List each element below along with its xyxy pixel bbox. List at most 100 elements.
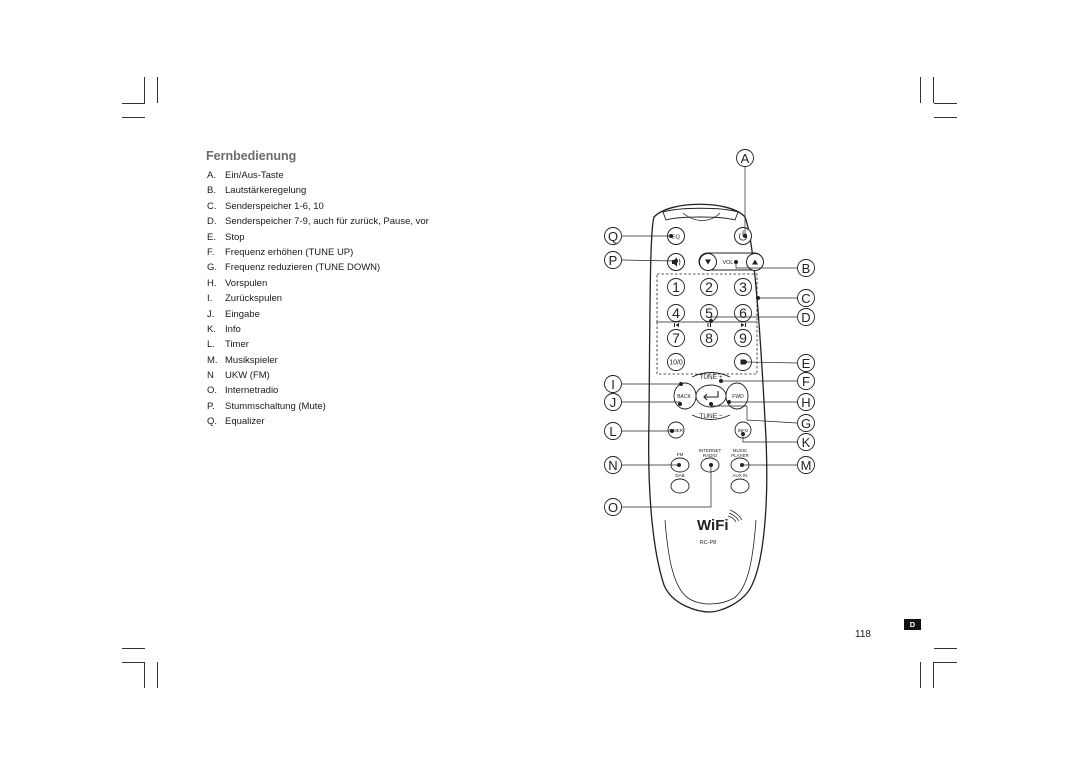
enter-button	[695, 384, 727, 408]
callout-c-label: C	[801, 291, 810, 306]
callout-a-label: A	[741, 151, 750, 166]
crop-mark	[122, 662, 145, 663]
callout-b	[797, 259, 815, 277]
internet-radio-label-line2: RADIO	[703, 453, 718, 458]
callout-p-label: P	[609, 253, 618, 268]
remote-top-arc	[682, 212, 721, 221]
crop-mark	[122, 648, 145, 649]
digit-label: 7	[672, 330, 680, 346]
dab-button	[670, 478, 690, 494]
digit-label: 2	[705, 279, 713, 295]
ten-zero-button	[667, 353, 685, 371]
timer-label: TIMER	[669, 428, 684, 433]
tune-up-label: TUNE +	[699, 374, 723, 381]
legend-item: K.Info	[207, 323, 241, 335]
legend-item: H.Vorspulen	[207, 277, 268, 289]
fwd-label: FWD	[732, 394, 744, 400]
callout-o	[604, 498, 622, 516]
music-player-label-line1: MUSIC	[733, 448, 748, 453]
aux-in-label: AUX IN	[732, 473, 747, 478]
legend-item: M.Musikspieler	[207, 354, 278, 366]
ten-zero-label: 10/0	[669, 360, 683, 367]
legend-item: O.Internetradio	[207, 385, 279, 397]
callout-h	[797, 393, 815, 411]
crop-mark	[934, 648, 957, 649]
digit-grid: 1 2 3 4 5 6 7 8 9	[667, 278, 752, 347]
crop-mark	[122, 117, 145, 118]
callout-l-label: L	[609, 424, 616, 439]
legend-item: E.Stop	[207, 231, 245, 243]
callout-f	[797, 372, 815, 390]
callout-h-label: H	[801, 395, 810, 410]
crop-mark	[920, 662, 921, 688]
transport-frame	[656, 321, 758, 375]
digit-label: 1	[672, 279, 680, 295]
legend-item: C.Senderspeicher 1-6, 10	[207, 200, 324, 212]
callout-d	[797, 308, 815, 326]
section-title: Fernbedienung	[206, 149, 297, 163]
music-player-label-line2: PLAYER	[731, 453, 749, 458]
enter-icon	[703, 391, 719, 401]
crop-mark	[144, 77, 145, 103]
info-label: INFO	[738, 428, 749, 433]
digit-label: 8	[705, 330, 713, 346]
legend-item: Q.Equalizer	[207, 416, 265, 428]
callout-q	[604, 227, 622, 245]
callout-k-label: K	[802, 435, 811, 450]
crop-mark	[933, 662, 934, 688]
callout-i	[604, 375, 622, 393]
crop-mark	[157, 77, 158, 103]
tune-up-button	[691, 372, 731, 378]
callout-m-label: M	[801, 458, 812, 473]
callout-o-label: O	[608, 500, 618, 515]
callout-q-label: Q	[608, 229, 618, 244]
callout-n-label: N	[608, 458, 617, 473]
callout-m	[797, 456, 815, 474]
legend-list: A.Ein/Aus-Taste B.Lautstärkeregelung C.S…	[207, 168, 429, 430]
leader-lines	[621, 166, 798, 508]
callout-b-label: B	[802, 261, 811, 276]
remote-body	[648, 203, 768, 613]
digit-label: 3	[739, 279, 747, 295]
pause-icon	[707, 323, 711, 327]
callout-e	[797, 354, 815, 372]
remote-lower-panel	[664, 519, 757, 605]
digit-label: 4	[672, 305, 680, 321]
crop-mark	[122, 103, 145, 104]
legend-item: L.Timer	[207, 339, 249, 351]
fm-label: FM	[677, 452, 684, 457]
callout-d-label: D	[801, 310, 810, 325]
callout-j	[604, 393, 622, 411]
back-label: BACK	[677, 394, 691, 400]
legend-item: P.Stummschaltung (Mute)	[207, 400, 326, 412]
crop-mark	[920, 77, 921, 103]
tune-down-label: TUNE −	[699, 413, 723, 420]
crop-mark	[144, 662, 145, 688]
callout-g-label: G	[801, 416, 811, 431]
legend-item: F.Frequenz erhöhen (TUNE UP)	[207, 246, 354, 258]
digit-label: 6	[739, 305, 747, 321]
digit-button-1	[667, 278, 685, 296]
legend-item: I.Zurückspulen	[207, 293, 283, 305]
language-badge: D	[904, 619, 921, 630]
timer-button	[667, 421, 685, 439]
callout-g	[797, 414, 815, 432]
remote-control-diagram: EQ VOL 1 2 3 4 5 6 7 8 9	[604, 149, 815, 613]
digit-label: 5	[705, 305, 713, 321]
legend-item: B.Lautstärkeregelung	[207, 185, 307, 197]
digit-button-3	[734, 278, 752, 296]
previous-icon	[674, 323, 679, 327]
transport-icons	[674, 323, 746, 327]
callout-f-label: F	[802, 374, 810, 389]
digit-button-4	[667, 304, 685, 322]
callout-k	[797, 433, 815, 451]
digit-button-2	[700, 278, 718, 296]
digit-button-8	[700, 329, 718, 347]
callout-e-label: E	[802, 356, 811, 371]
callout-l	[604, 422, 622, 440]
crop-mark	[934, 103, 957, 104]
wifi-logo: WiFi	[697, 517, 729, 534]
dab-label: DAB	[675, 473, 684, 478]
callout-p	[604, 251, 622, 269]
legend-item: D.Senderspeicher 7-9, auch für zurück, P…	[207, 216, 429, 228]
